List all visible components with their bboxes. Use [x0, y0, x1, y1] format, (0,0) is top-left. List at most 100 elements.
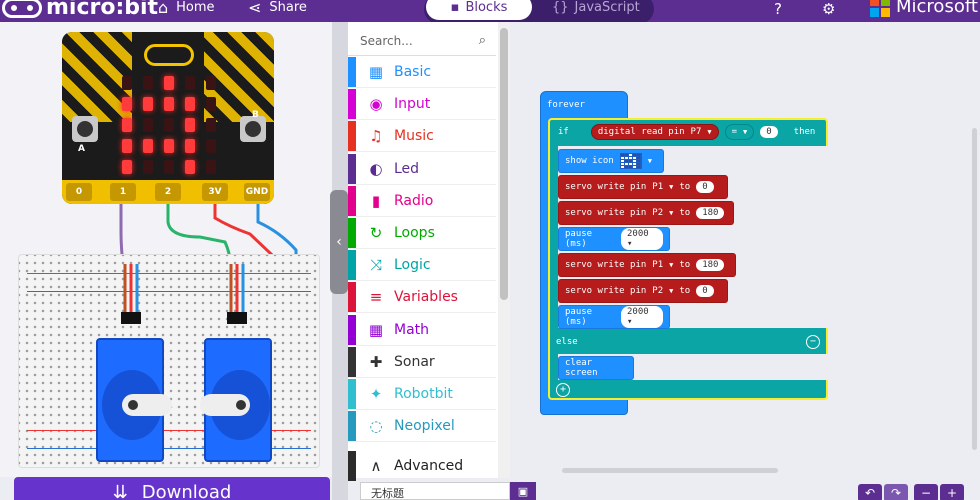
- home-button[interactable]: ⌂ Home: [158, 0, 215, 17]
- angle-input[interactable]: 0: [696, 181, 714, 193]
- led: [206, 118, 216, 132]
- pin-0[interactable]: 0: [66, 183, 92, 201]
- share-icon: ⋖: [248, 0, 262, 17]
- category-label: Led: [394, 160, 420, 177]
- compare-operator[interactable]: =▼: [724, 124, 755, 140]
- tab-javascript[interactable]: {} JavaScript: [552, 0, 640, 15]
- category-loops[interactable]: ↻Loops: [348, 218, 496, 249]
- servo-write-block[interactable]: servo write pin P2▼ to 180: [558, 201, 734, 225]
- icon-picker[interactable]: [619, 153, 642, 169]
- led: [122, 76, 132, 90]
- pause-input[interactable]: 2000 ▾: [620, 228, 663, 250]
- pin-dropdown[interactable]: P2: [652, 208, 664, 218]
- share-button[interactable]: ⋖ Share: [248, 0, 307, 17]
- led: [122, 97, 132, 111]
- category-music[interactable]: ♫Music: [348, 121, 496, 153]
- led: [164, 139, 174, 153]
- music-icon: ♫: [369, 127, 383, 146]
- pin-1[interactable]: 1: [110, 183, 136, 201]
- category-label: Advanced: [394, 458, 464, 475]
- category-logic[interactable]: ⤨Logic: [348, 250, 496, 282]
- save-button[interactable]: ▣: [510, 482, 536, 500]
- save-icon: ▣: [517, 484, 529, 498]
- pause-block[interactable]: pause (ms) 2000 ▾: [558, 227, 670, 251]
- category-label: Basic: [394, 64, 432, 80]
- sonar-icon: ✚: [369, 352, 383, 371]
- basic-icon: ▦: [368, 63, 384, 81]
- led: [206, 97, 216, 111]
- category-basic[interactable]: ▦ Basic: [348, 57, 496, 88]
- zoom-out-button[interactable]: −: [914, 484, 938, 500]
- zoom-in-button[interactable]: +: [940, 484, 964, 500]
- gear-icon[interactable]: ⚙: [822, 0, 836, 18]
- servo-write-block[interactable]: servo write pin P2▼ to 0: [558, 279, 728, 303]
- category-label: Robotbit: [394, 386, 453, 402]
- clear-screen-block[interactable]: clear screen: [558, 356, 634, 380]
- workspace-vscroll[interactable]: [972, 128, 977, 450]
- led: [143, 76, 153, 90]
- project-name-input[interactable]: 无标题: [360, 482, 510, 500]
- servo-write-block[interactable]: servo write pin P1▼ to 0: [558, 175, 728, 199]
- help-icon[interactable]: ?: [774, 0, 782, 18]
- workspace-hscroll[interactable]: [562, 468, 778, 473]
- if-header: if digital read pin P7▼ =▼ 0 then: [552, 122, 821, 142]
- microsoft-logo[interactable]: Microsoft: [870, 0, 978, 17]
- led: [143, 139, 153, 153]
- toolbox: [348, 22, 498, 478]
- category-input[interactable]: ◉Input: [348, 89, 496, 121]
- pause-block[interactable]: pause (ms) 2000 ▾: [558, 305, 670, 329]
- led: [164, 160, 174, 174]
- category-label: Variables: [394, 289, 458, 306]
- pause-input[interactable]: 2000 ▾: [620, 306, 663, 328]
- led: [206, 76, 216, 90]
- angle-input[interactable]: 180: [696, 259, 725, 271]
- chevron-down-icon: ▼: [647, 157, 652, 165]
- led: [164, 76, 174, 90]
- minus-icon[interactable]: −: [806, 335, 820, 349]
- category-variables[interactable]: ≡Variables: [348, 282, 496, 314]
- download-button[interactable]: ⇊ Download: [14, 477, 330, 500]
- category-radio[interactable]: ▮Radio: [348, 185, 496, 217]
- category-led[interactable]: ◐Led: [348, 153, 496, 185]
- pin-gnd[interactable]: GND: [244, 183, 270, 201]
- led-matrix: [122, 76, 220, 174]
- toolbox-scrollbar[interactable]: [498, 22, 510, 478]
- servo-write-block[interactable]: servo write pin P1▼ to 180: [558, 253, 736, 277]
- led: [122, 139, 132, 153]
- undo-button[interactable]: ↶: [858, 484, 882, 500]
- digital-read-block[interactable]: digital read pin P7▼: [590, 124, 719, 140]
- show-icon-block[interactable]: show icon ▼: [558, 149, 664, 173]
- tab-blocks[interactable]: ▪ Blocks: [426, 0, 532, 20]
- compare-value[interactable]: 0: [760, 126, 778, 138]
- collapse-simulator-button[interactable]: ‹: [330, 190, 348, 294]
- led: [122, 118, 132, 132]
- microsoft-icon: [870, 0, 890, 17]
- category-label: Neopixel: [394, 418, 455, 435]
- redo-button[interactable]: ↷: [884, 484, 908, 500]
- category-robotbit[interactable]: ✦ Robotbit: [348, 379, 496, 410]
- category-advanced[interactable]: ∧Advanced: [348, 451, 496, 483]
- math-icon: ▦: [368, 320, 384, 339]
- search-icon: ⌕: [478, 33, 486, 48]
- button-a[interactable]: [72, 116, 98, 142]
- search-input[interactable]: Search... ⌕: [348, 28, 496, 56]
- pin-dropdown[interactable]: P7: [690, 127, 702, 137]
- pin-dropdown[interactable]: P2: [652, 286, 664, 296]
- pin-dropdown[interactable]: P1: [652, 182, 664, 192]
- button-b[interactable]: [240, 116, 266, 142]
- pin-3v[interactable]: 3V: [202, 183, 228, 201]
- angle-input[interactable]: 180: [696, 207, 725, 219]
- edge-connector: 0 1 2 3V GND: [62, 180, 274, 204]
- pin-dropdown[interactable]: P1: [652, 260, 664, 270]
- led: [185, 139, 195, 153]
- category-neopixel[interactable]: ◌Neopixel: [348, 411, 496, 443]
- category-math[interactable]: ▦Math: [348, 314, 496, 346]
- plus-icon[interactable]: +: [556, 383, 570, 397]
- microbit-logo[interactable]: micro:bit: [2, 0, 158, 20]
- category-label: Logic: [394, 257, 431, 274]
- pin-2[interactable]: 2: [155, 183, 181, 201]
- category-sonar[interactable]: ✚Sonar: [348, 346, 496, 378]
- angle-input[interactable]: 0: [696, 285, 714, 297]
- robotbit-icon: ✦: [369, 385, 383, 403]
- braces-icon: {}: [552, 0, 569, 15]
